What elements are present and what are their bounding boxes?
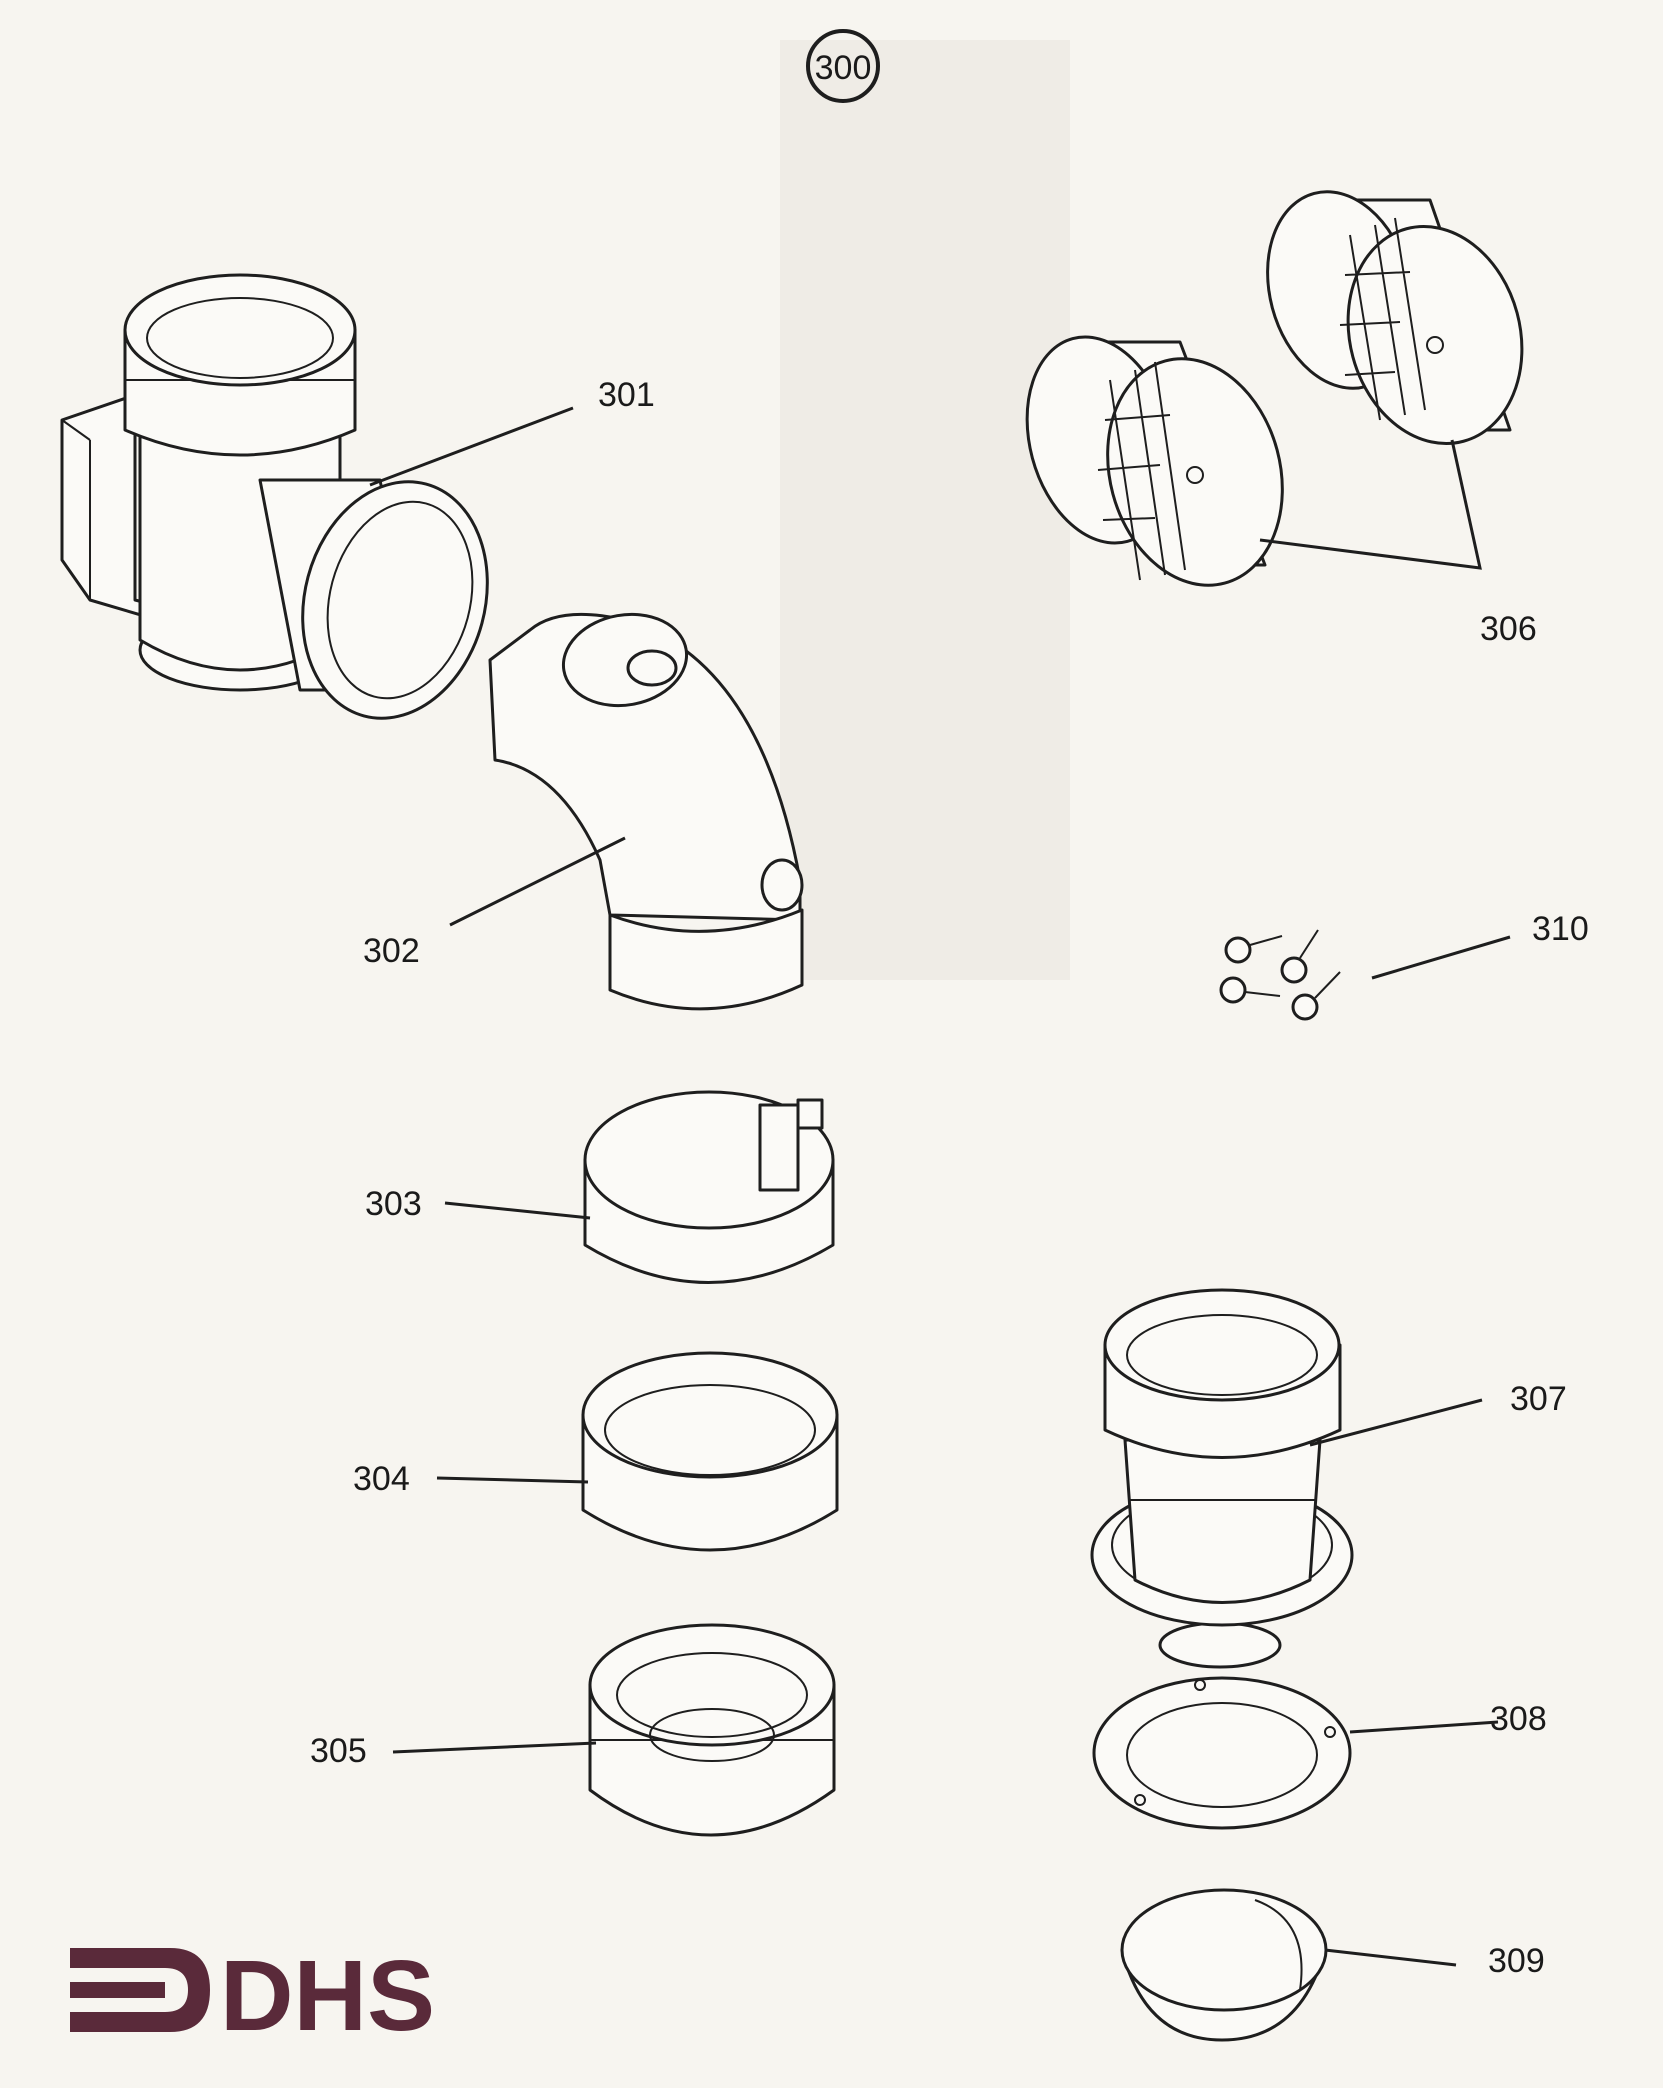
part-302-plug-top xyxy=(626,649,678,687)
part-302-elbow-body xyxy=(488,612,802,922)
part-303-clamp-screw xyxy=(796,1098,824,1130)
leader-306 xyxy=(1259,439,1482,570)
part-303-clamp-tab xyxy=(758,1103,800,1192)
leader-302 xyxy=(449,836,626,927)
callout-306: 306 xyxy=(1480,610,1537,648)
leader-308 xyxy=(1349,1720,1499,1734)
part-309-inner-lip xyxy=(1254,1899,1303,1991)
callout-304: 304 xyxy=(353,1460,410,1498)
leader-310 xyxy=(1371,935,1511,980)
dhs-logo-arrow-bar xyxy=(70,1982,165,1998)
part-301-top-rim xyxy=(123,273,357,387)
part-309-cup[interactable] xyxy=(1120,1888,1328,2042)
callout-303: 303 xyxy=(365,1185,422,1223)
dhs-logo-text: DHS xyxy=(220,1940,435,2052)
part-302-socket xyxy=(608,908,804,1011)
callout-310: 310 xyxy=(1532,910,1589,948)
leader-309 xyxy=(1324,1948,1457,1967)
part-302-plug-side xyxy=(760,858,804,912)
part-309-rim xyxy=(1120,1888,1328,2012)
leader-303 xyxy=(444,1201,591,1220)
screw-4-shank xyxy=(1314,971,1341,999)
part-308-hole-3 xyxy=(1134,1794,1146,1806)
part-301-tee-fitting[interactable] xyxy=(60,273,513,739)
part-305-step xyxy=(616,1652,808,1738)
leader-301 xyxy=(369,406,574,487)
callout-307: 307 xyxy=(1510,1380,1567,1418)
part-305-rim xyxy=(588,1623,836,1747)
part-306-terminal-grille-left[interactable] xyxy=(1005,320,1307,605)
part-302-elbow[interactable] xyxy=(488,605,804,1011)
leader-304 xyxy=(436,1476,589,1484)
part-308-hole-1 xyxy=(1194,1679,1206,1691)
part-303-clamp-band[interactable] xyxy=(583,1090,835,1284)
callout-305: 305 xyxy=(310,1732,367,1770)
part-301-top-opening xyxy=(146,297,334,379)
screw-2-shank xyxy=(1299,929,1319,959)
part-301-bracket-edge xyxy=(61,419,91,441)
scan-band xyxy=(780,40,1070,980)
part-308-hole-2 xyxy=(1324,1726,1336,1738)
screw-4 xyxy=(1291,971,1341,1021)
part-306-left-face xyxy=(1106,357,1284,587)
part-306-right-hole xyxy=(1426,336,1444,354)
part-304-sleeve-rim xyxy=(581,1351,839,1479)
dhs-logo: DHS xyxy=(70,1940,435,2052)
part-306-right-grille xyxy=(1339,217,1426,421)
part-305-adapter[interactable] xyxy=(588,1623,836,1837)
screw-1 xyxy=(1224,935,1283,964)
part-306-terminal-grille-right[interactable] xyxy=(1247,175,1546,463)
dhs-logo-arrow-mark xyxy=(70,1948,210,2032)
callout-302: 302 xyxy=(363,932,420,970)
callout-308: 308 xyxy=(1490,1700,1547,1738)
leader-307 xyxy=(1309,1398,1483,1447)
figure-number-circle xyxy=(806,29,880,103)
figure-number: 300 xyxy=(815,49,872,87)
screw-3-head xyxy=(1219,976,1247,1004)
screw-1-shank xyxy=(1249,935,1283,946)
part-308-inner xyxy=(1126,1702,1318,1808)
leader-305 xyxy=(392,1741,597,1754)
part-306-left-grille xyxy=(1097,361,1186,581)
leader-lines xyxy=(369,406,1511,1967)
screw-2-head xyxy=(1280,956,1308,984)
figure-number-badge: 300 xyxy=(806,29,880,103)
part-307-bottom-cap xyxy=(1158,1621,1282,1669)
screw-3-shank xyxy=(1244,991,1281,997)
part-301-branch-rim xyxy=(301,480,489,720)
part-307-body xyxy=(1123,1438,1322,1604)
callout-labels: 301 302 303 304 305 306 307 308 309 310 xyxy=(310,376,1589,1980)
part-310-screws[interactable] xyxy=(1219,929,1341,1021)
part-306-left-hole xyxy=(1186,466,1204,484)
part-304-sleeve[interactable] xyxy=(581,1351,839,1552)
part-301-branch-opening xyxy=(326,500,474,700)
part-308-outer xyxy=(1092,1676,1352,1830)
screw-2 xyxy=(1280,929,1319,984)
part-304-inner-edge xyxy=(604,1384,816,1476)
part-307-rim xyxy=(1103,1288,1341,1402)
part-307-opening xyxy=(1126,1314,1318,1396)
part-305-inner-opening xyxy=(649,1708,775,1762)
screw-4-head xyxy=(1291,993,1319,1021)
callout-301: 301 xyxy=(598,376,655,414)
screw-3 xyxy=(1219,976,1281,1004)
callout-309: 309 xyxy=(1488,1942,1545,1980)
part-308-gasket[interactable] xyxy=(1092,1676,1352,1830)
part-306-right-face xyxy=(1346,224,1524,446)
screw-1-head xyxy=(1224,936,1252,964)
part-307-flue-adapter[interactable] xyxy=(1090,1288,1354,1669)
